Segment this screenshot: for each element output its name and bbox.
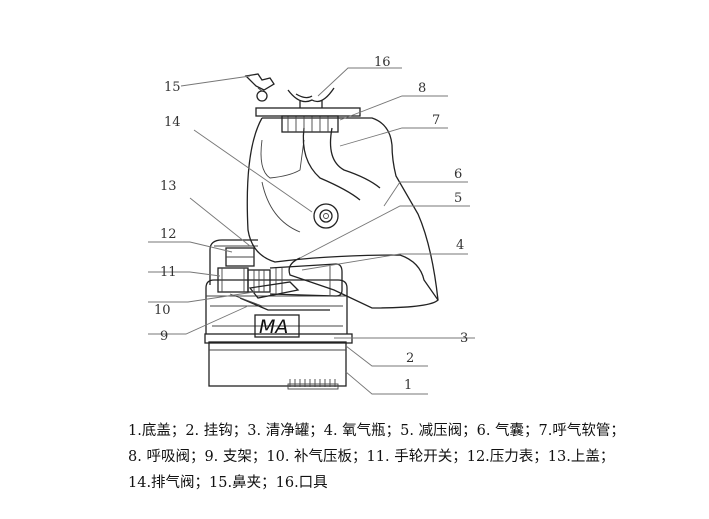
mouthpiece: [287, 87, 335, 108]
callout-15: 15: [164, 80, 181, 95]
hook-band: [204, 333, 353, 344]
refill-plate: [248, 281, 300, 299]
parts-legend: 1.底盖；2. 挂钩；3. 清净罐；4. 氧气瓶；5. 减压阀；6. 气囊；7.…: [128, 418, 703, 496]
apparatus-diagram: MA: [148, 55, 475, 395]
callout-10: 10: [154, 303, 171, 318]
exhaust-valve: [313, 203, 339, 229]
leader-lines: [148, 67, 475, 395]
callout-4: 4: [456, 238, 464, 253]
callout-9: 9: [160, 329, 168, 344]
callout-14: 14: [164, 115, 181, 130]
callout-16: 16: [374, 55, 391, 70]
upper-cover: [209, 239, 258, 285]
nose-clip: [244, 73, 275, 102]
legend-line-3: 14.排气阀；15.鼻夹；16.口具: [128, 475, 328, 491]
callout-3: 3: [460, 331, 468, 346]
top-plate: [255, 107, 361, 117]
bottom-cover: [208, 341, 347, 390]
callout-8: 8: [418, 81, 426, 96]
callout-7: 7: [432, 113, 440, 128]
bracket: [229, 293, 330, 311]
callout-13: 13: [160, 179, 177, 194]
callout-5: 5: [454, 191, 462, 206]
callout-2: 2: [406, 351, 414, 366]
callout-11: 11: [160, 265, 177, 280]
callout-6: 6: [454, 167, 462, 182]
callout-1: 1: [404, 378, 412, 393]
pressure-reducer: [247, 269, 271, 293]
ma-mark: MA: [254, 314, 300, 338]
ma-mark-text: MA: [259, 316, 288, 338]
exhaust-hose: [302, 127, 381, 201]
callout-numbers: 15 16 8 7 14 6 13 5 12 4 11 10 3 9 2 1: [154, 55, 468, 393]
legend-line-1: 1.底盖；2. 挂钩；3. 清净罐；4. 氧气瓶；5. 减压阀；6. 气囊；7.…: [128, 423, 625, 439]
legend-line-2: 8. 呼吸阀；9. 支架；10. 补气压板；11. 手轮开关；12.压力表；13…: [128, 449, 615, 465]
pressure-gauge: [225, 247, 255, 267]
callout-12: 12: [160, 227, 177, 242]
